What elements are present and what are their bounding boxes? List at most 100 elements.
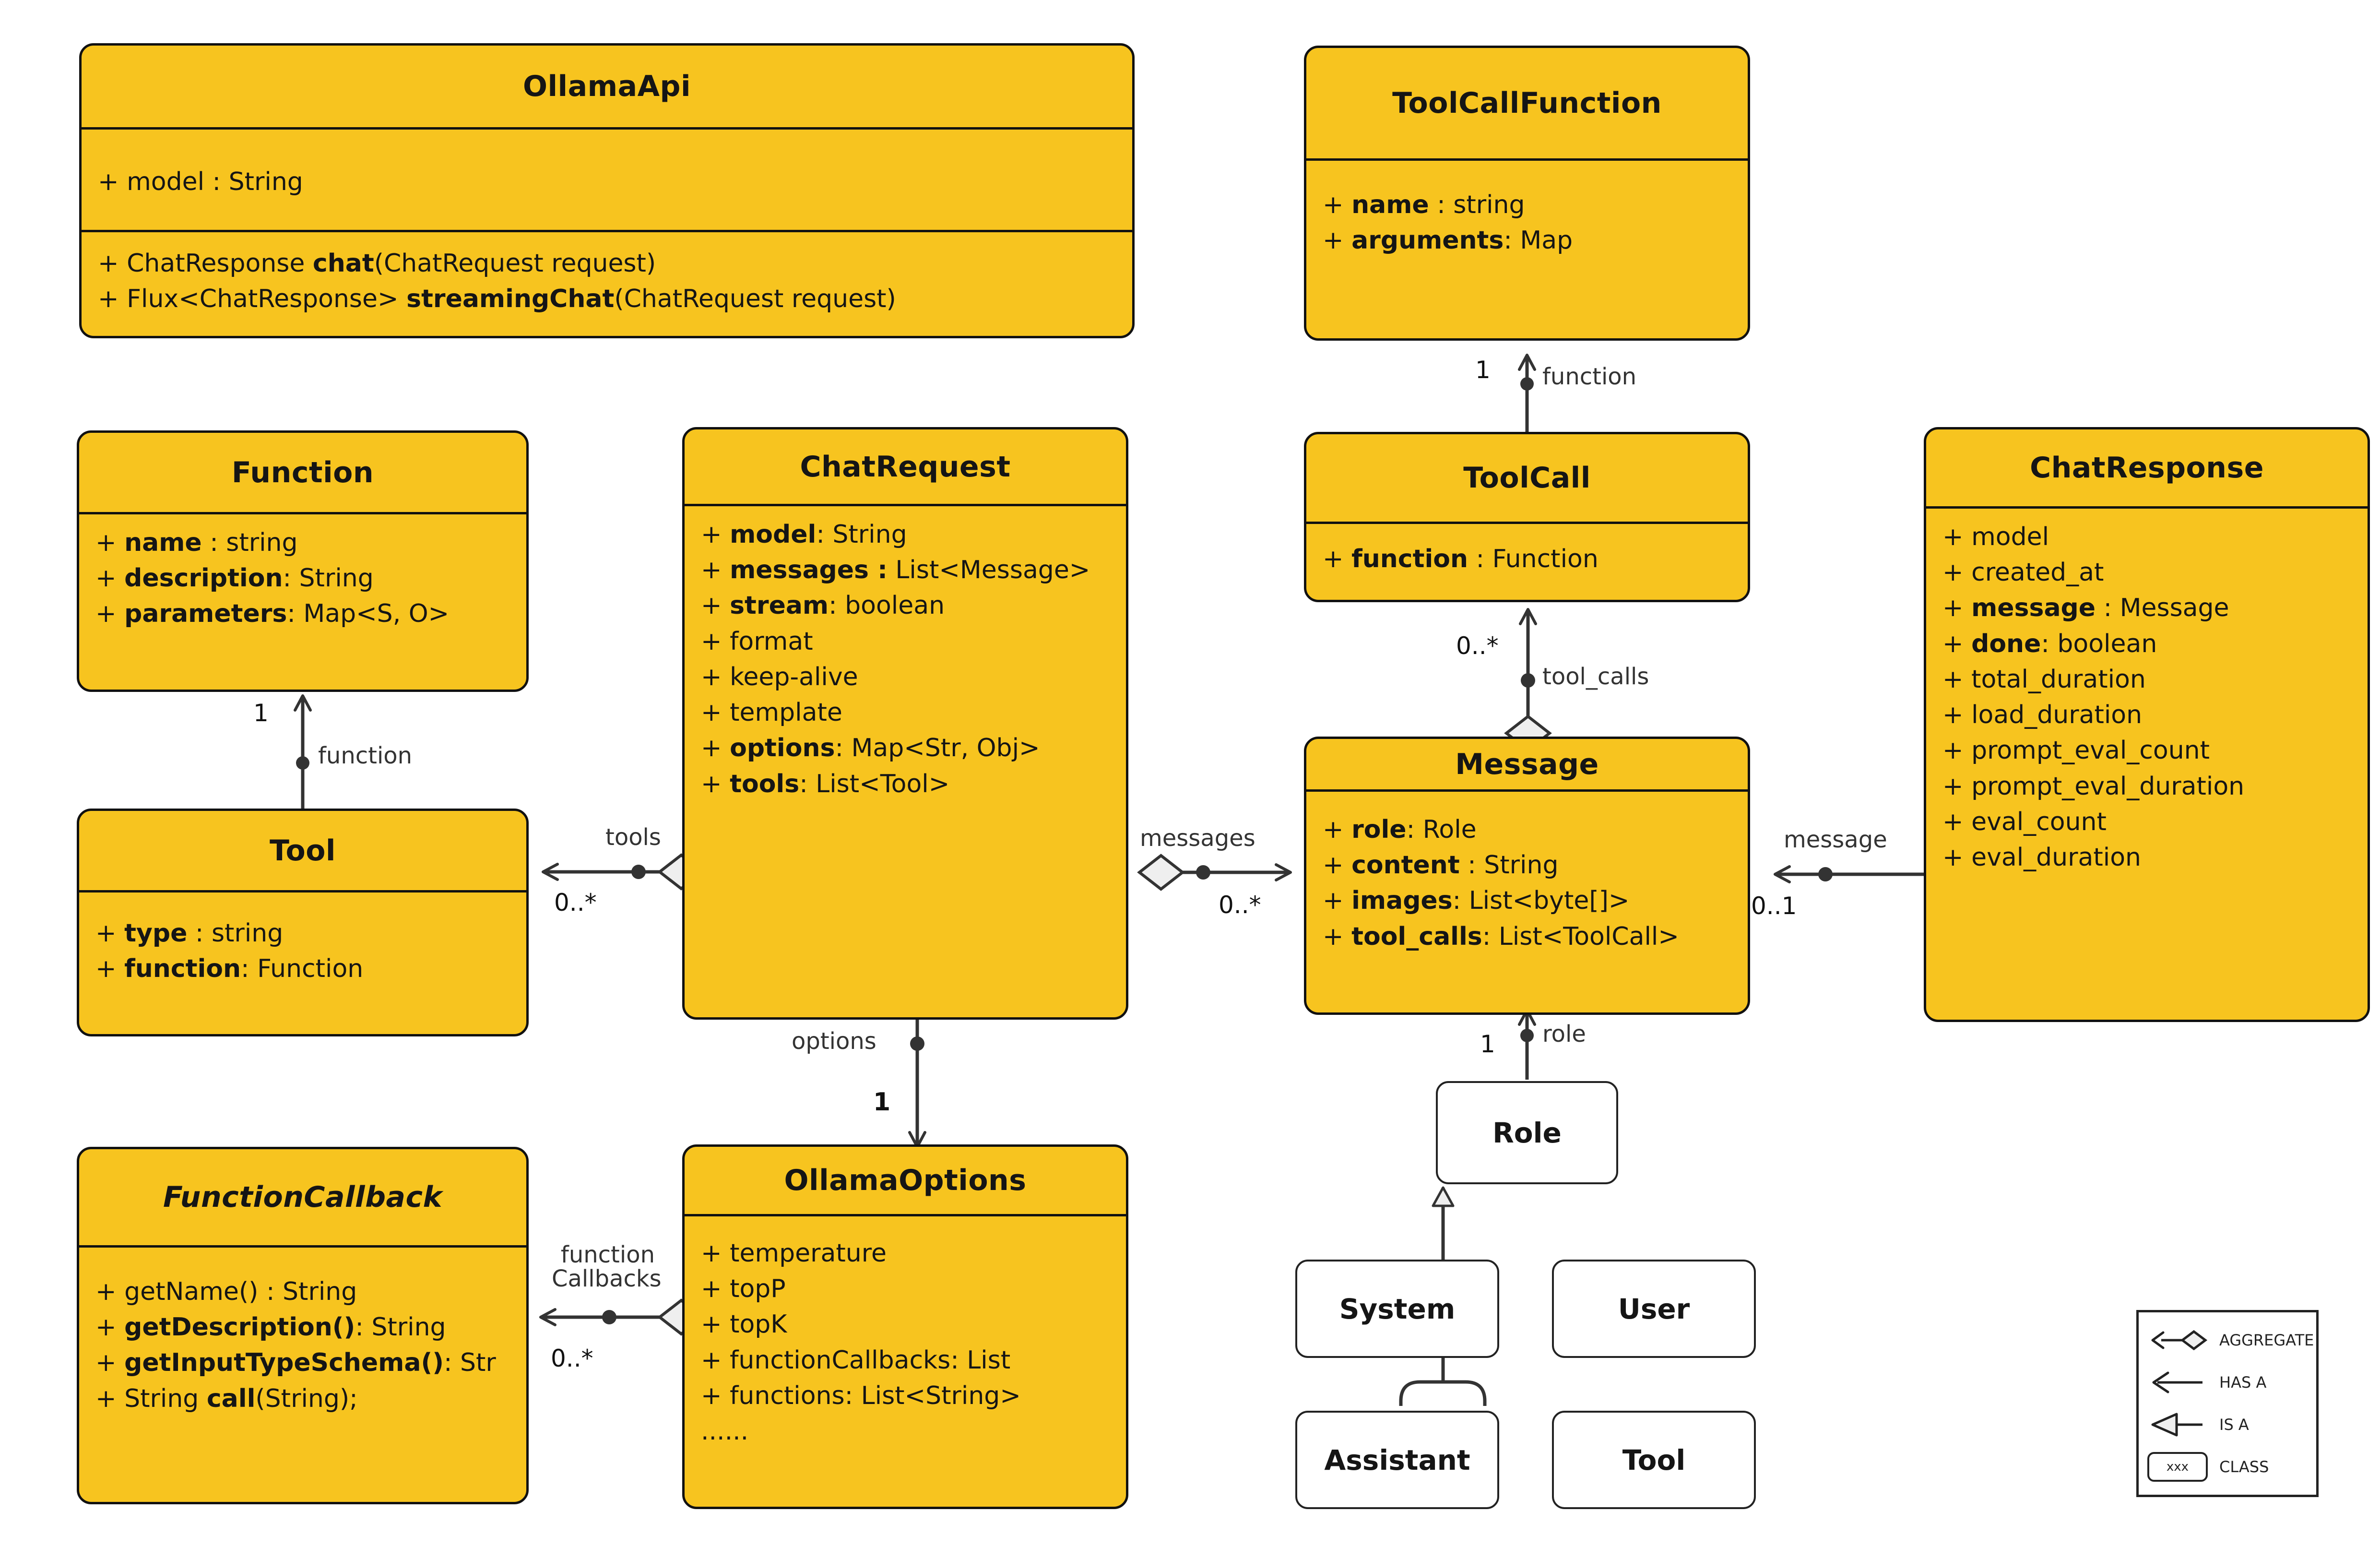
attribute-row: + images: List<byte[]> bbox=[1323, 883, 1731, 918]
attr-prefix: + eval_duration bbox=[1942, 843, 2141, 872]
class-box-chatresponse[interactable]: ChatResponse + model + created_at + mess… bbox=[1924, 427, 2370, 1022]
attr-prefix: + bbox=[1323, 886, 1352, 916]
attribute-row: + name : string bbox=[1323, 187, 1731, 223]
edge-ollamaoptions-to-functioncallback bbox=[539, 1298, 705, 1336]
attribute-row: + template bbox=[701, 695, 1110, 730]
class-divider bbox=[685, 504, 1126, 506]
enum-box-system[interactable]: System bbox=[1295, 1260, 1499, 1358]
class-box-function[interactable]: Function + name : string + description: … bbox=[77, 430, 529, 692]
edge-chatrequest-to-tool bbox=[542, 853, 705, 891]
attr-type: : String bbox=[1459, 851, 1559, 880]
method-suffix: (ChatRequest request) bbox=[614, 285, 896, 313]
edge-message-to-role bbox=[1518, 1009, 1536, 1080]
edge-mult-ollamaoptions-functioncallbacks: 0..* bbox=[551, 1345, 593, 1372]
attr-prefix: + bbox=[1942, 629, 1972, 658]
method-row: + getDescription(): String bbox=[95, 1309, 510, 1345]
attr-type: : List<byte[]> bbox=[1452, 886, 1630, 916]
legend-mini-class-text: xxx bbox=[2147, 1452, 2208, 1482]
class-attributes-message: + role: Role + content : String + images… bbox=[1306, 792, 1748, 1012]
attr-prefix: + created_at bbox=[1942, 558, 2104, 587]
enum-box-user[interactable]: User bbox=[1552, 1260, 1756, 1358]
attr-prefix: + bbox=[1323, 226, 1352, 255]
attribute-row: + type : string bbox=[95, 916, 510, 951]
class-attributes-ollamaapi: + model : String bbox=[82, 130, 1132, 230]
class-attributes-ollamaoptions: + temperature + topP + topK + functionCa… bbox=[685, 1216, 1126, 1507]
class-divider bbox=[1306, 522, 1748, 524]
attr-prefix: + bbox=[1323, 922, 1352, 951]
attr-type: : Function bbox=[241, 954, 364, 984]
edge-role-chatrequest-options: options bbox=[792, 1028, 876, 1055]
attribute-row: + tool_calls: List<ToolCall> bbox=[1323, 919, 1731, 954]
edge-mult-message-toolcalls: 0..* bbox=[1456, 632, 1499, 660]
attr-name: done bbox=[1971, 629, 2041, 658]
method-prefix: + bbox=[95, 1313, 125, 1342]
attribute-row: + name : string bbox=[95, 525, 510, 560]
class-box-ollamaoptions[interactable]: OllamaOptions + temperature + topP + top… bbox=[682, 1144, 1128, 1509]
method-prefix: + ChatResponse bbox=[98, 249, 313, 278]
method-text: + getName() : String bbox=[95, 1277, 357, 1306]
attribute-row: + created_at bbox=[1942, 555, 2351, 590]
attribute-row: + topK bbox=[701, 1307, 1110, 1342]
attr-name: tool_calls bbox=[1351, 922, 1482, 951]
attribute-row: + model bbox=[1942, 519, 2351, 555]
attr-type: List<Message> bbox=[887, 556, 1090, 585]
attribute-row: + format bbox=[701, 624, 1110, 659]
class-box-chatrequest[interactable]: ChatRequest + model: String + messages :… bbox=[682, 427, 1128, 1020]
attribute-row: + model: String bbox=[701, 517, 1110, 552]
class-methods-ollamaapi: + ChatResponse chat (ChatRequest request)… bbox=[82, 232, 1132, 336]
edge-role-chatresponse-message: message bbox=[1784, 826, 1887, 853]
edge-chatrequest-to-message bbox=[1137, 854, 1292, 891]
attr-name: role bbox=[1351, 815, 1407, 844]
aggregate-arrow-diamond-icon bbox=[2146, 1326, 2209, 1355]
enum-box-tool-role[interactable]: Tool bbox=[1552, 1411, 1756, 1509]
edge-mult-message-role: 1 bbox=[1480, 1030, 1495, 1058]
attr-type: : boolean bbox=[829, 591, 945, 620]
attr-type: : Map<S, O> bbox=[287, 599, 450, 629]
class-box-tool[interactable]: Tool + type : string + function: Functio… bbox=[77, 809, 529, 1036]
class-divider bbox=[1306, 789, 1748, 792]
attribute-row: + function : Function bbox=[1323, 541, 1731, 577]
edge-tool-to-function bbox=[294, 694, 312, 811]
class-methods-functioncallback: + getName() : String + getDescription():… bbox=[79, 1248, 526, 1502]
method-name: chat bbox=[312, 249, 374, 278]
attr-text: ...... bbox=[701, 1417, 749, 1446]
attribute-row: + messages : List<Message> bbox=[701, 552, 1110, 588]
attr-type: : Role bbox=[1406, 815, 1477, 844]
attribute-row: + total_duration bbox=[1942, 662, 2351, 697]
attr-type: : string bbox=[187, 919, 284, 948]
method-type: : Str bbox=[443, 1348, 496, 1378]
legend-row-aggregate: AGGREGATE bbox=[2139, 1319, 2316, 1361]
attr-type: : string bbox=[1429, 190, 1525, 219]
attribute-row: + topP bbox=[701, 1271, 1110, 1307]
class-box-message[interactable]: Message + role: Role + content : String … bbox=[1304, 737, 1750, 1015]
class-box-functioncallback[interactable]: FunctionCallback + getName() : String + … bbox=[77, 1147, 529, 1504]
attribute-row: + prompt_eval_count bbox=[1942, 733, 2351, 768]
enum-box-role[interactable]: Role bbox=[1436, 1081, 1618, 1184]
attr-name: name bbox=[124, 528, 202, 557]
method-name: call bbox=[206, 1384, 256, 1413]
method-prefix: + String bbox=[95, 1384, 207, 1413]
attr-prefix: + bbox=[701, 556, 730, 585]
edge-mult-chatrequest-options: 1 bbox=[873, 1088, 891, 1117]
attr-prefix: + format bbox=[701, 627, 813, 656]
class-box-toolcall[interactable]: ToolCall + function : Function bbox=[1304, 432, 1750, 602]
method-args: (String); bbox=[255, 1384, 358, 1413]
edge-chatresponse-to-message bbox=[1774, 865, 1924, 883]
attr-name: messages : bbox=[730, 556, 888, 585]
attribute-row: + functionCallbacks: List bbox=[701, 1343, 1110, 1378]
attr-name: type bbox=[124, 919, 188, 948]
enum-box-assistant[interactable]: Assistant bbox=[1295, 1411, 1499, 1509]
attribute-row: + role: Role bbox=[1323, 812, 1731, 847]
method-row: + getInputTypeSchema(): Str bbox=[95, 1345, 510, 1380]
edge-mult-chatrequest-messages: 0..* bbox=[1219, 891, 1261, 919]
class-box-toolcallfunction[interactable]: ToolCallFunction + name : string + argum… bbox=[1304, 46, 1750, 341]
attr-prefix: + prompt_eval_count bbox=[1942, 736, 2210, 765]
edge-mult-chatrequest-tools: 0..* bbox=[554, 889, 597, 916]
class-box-ollamaapi[interactable]: OllamaApi + model : String + ChatRespons… bbox=[79, 43, 1135, 338]
method-type: : String bbox=[355, 1313, 446, 1342]
class-divider bbox=[685, 1214, 1126, 1216]
attr-prefix: + keep-alive bbox=[701, 662, 858, 691]
legend-row-class: xxx CLASS bbox=[2139, 1446, 2316, 1488]
edge-role-message-role: role bbox=[1542, 1021, 1586, 1047]
class-title-chatresponse: ChatResponse bbox=[2030, 451, 2264, 485]
